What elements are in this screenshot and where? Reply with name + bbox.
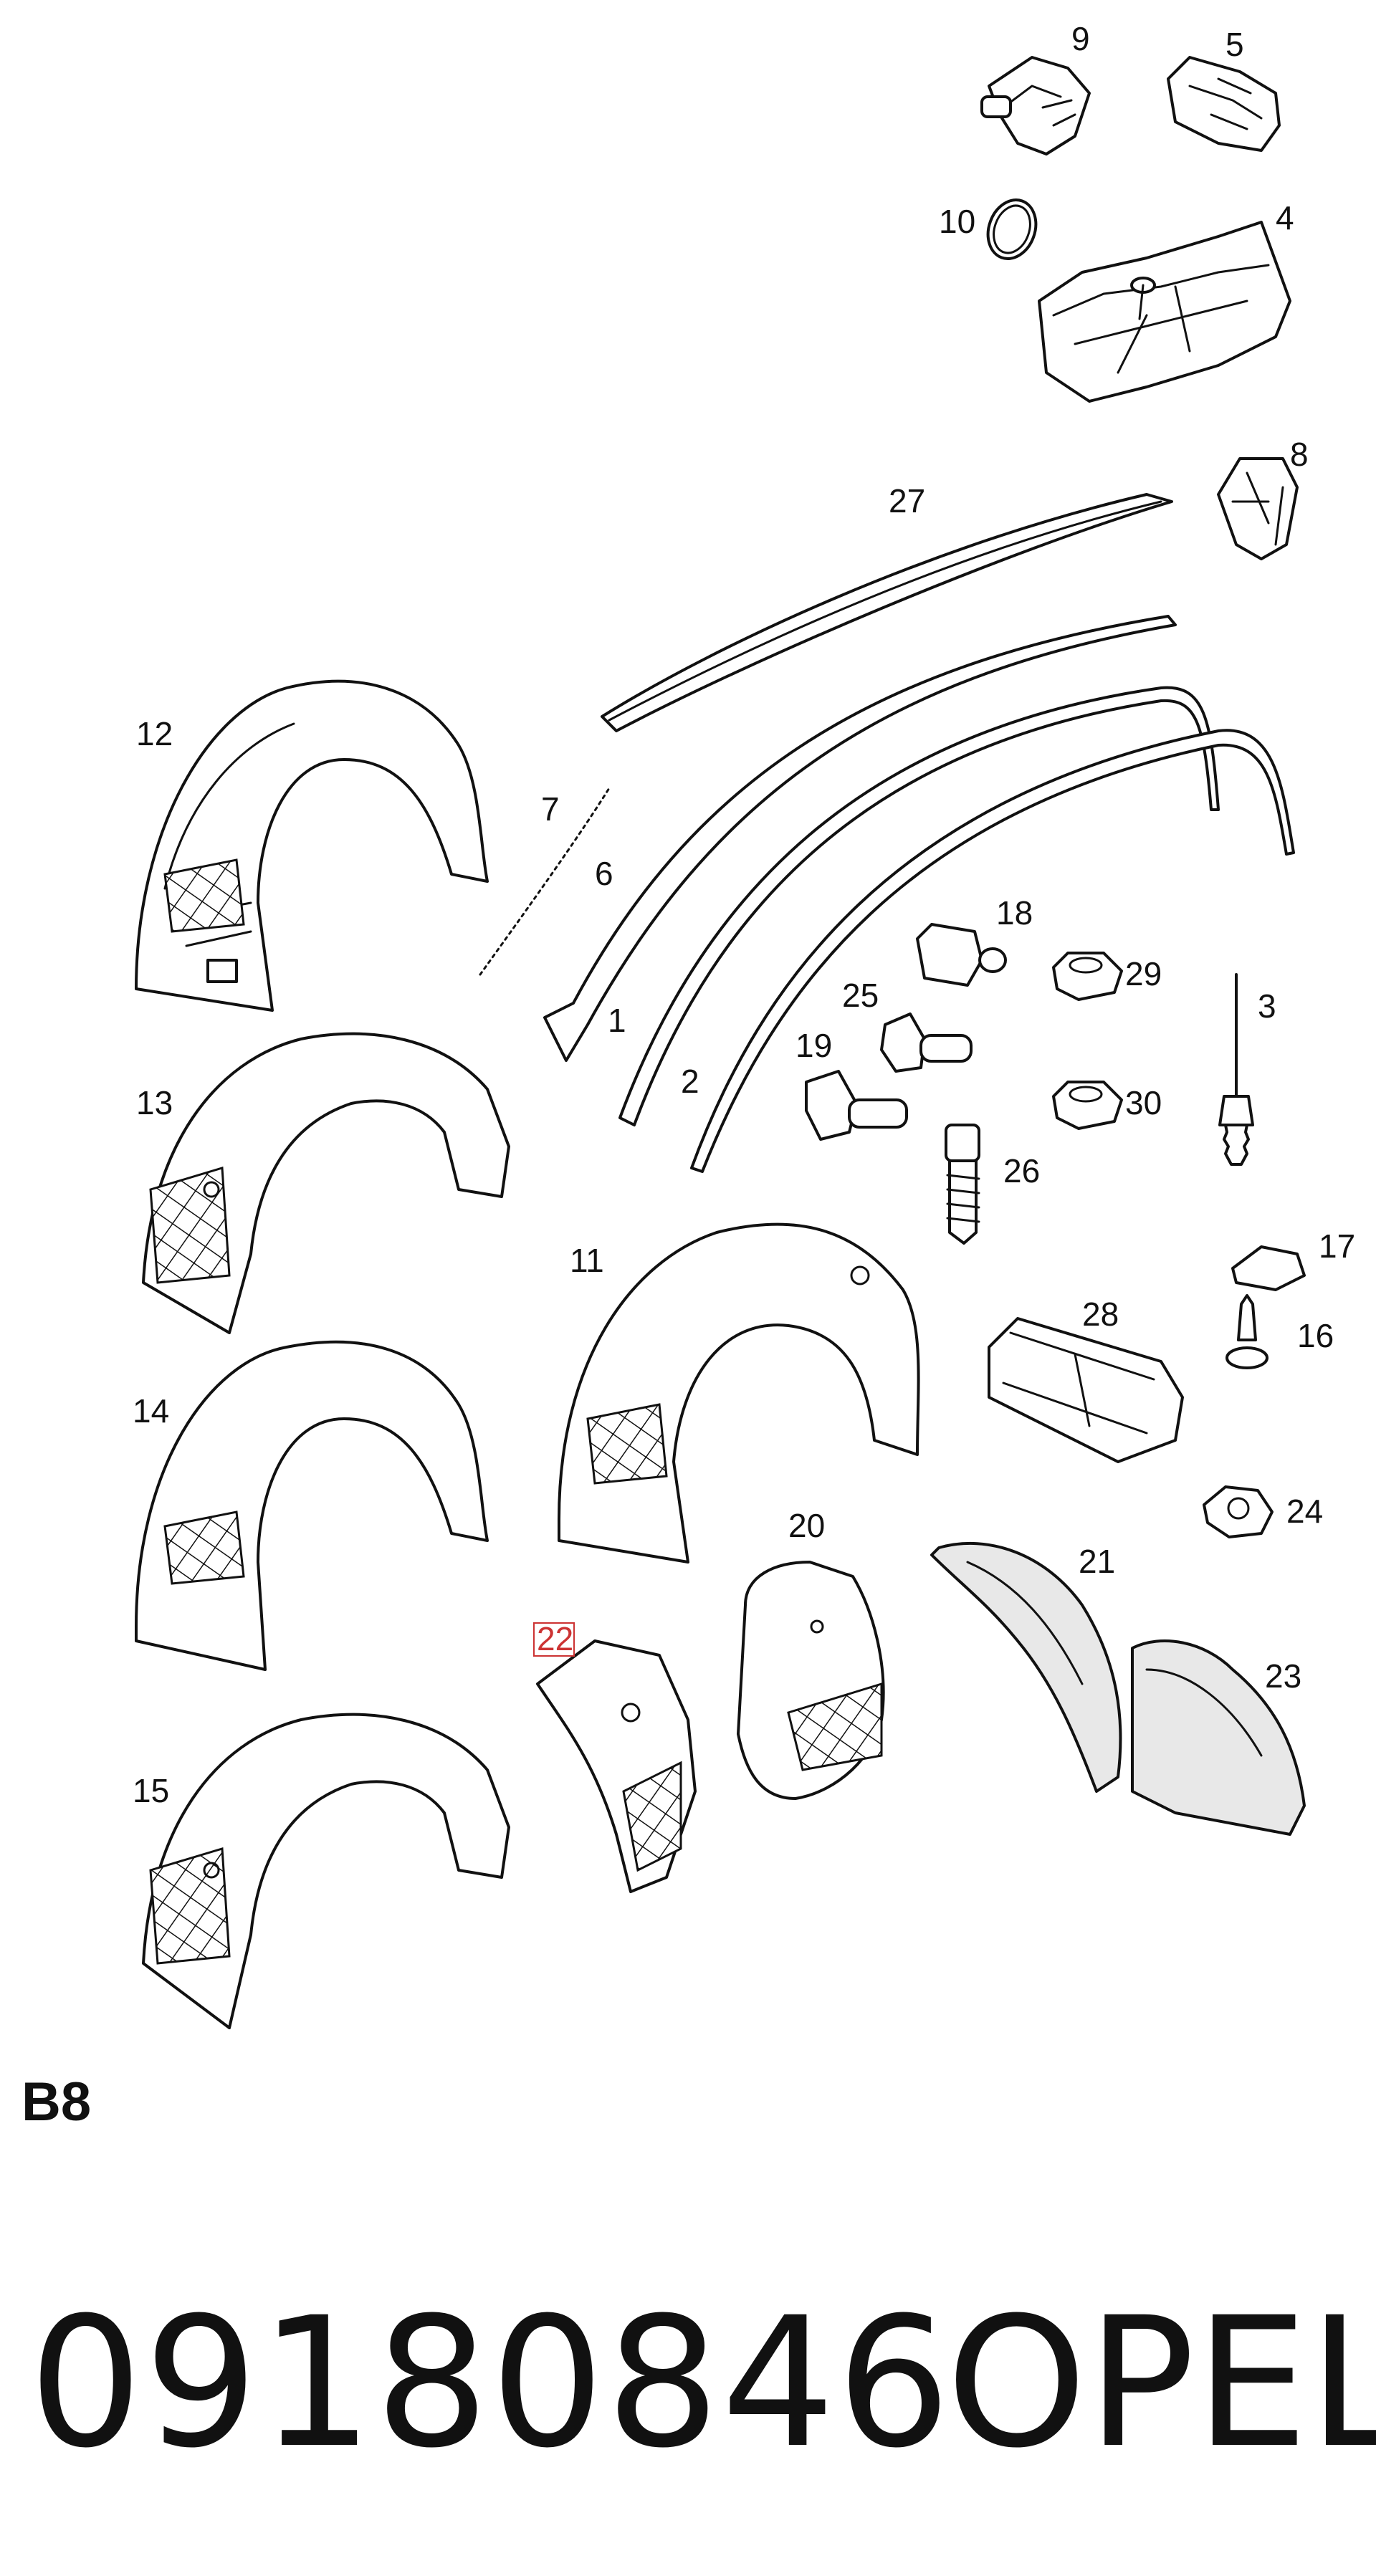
nut-30-part[interactable]: [1052, 1081, 1123, 1130]
clip-17-part[interactable]: [1231, 1245, 1306, 1291]
callout-30: 30: [1125, 1084, 1162, 1121]
liner-13-part[interactable]: [142, 1032, 510, 1334]
callout-17: 17: [1319, 1227, 1355, 1265]
clip-5-part[interactable]: [1167, 56, 1281, 152]
shield-22-part[interactable]: [536, 1639, 697, 1893]
callout-9: 9: [1071, 20, 1090, 57]
liner-12-part[interactable]: [135, 679, 489, 1012]
strip-2-part[interactable]: [690, 729, 1295, 1173]
seal-7-part[interactable]: [479, 787, 611, 976]
bracket-4-part[interactable]: [1038, 221, 1291, 403]
shield-20-part[interactable]: [737, 1561, 885, 1800]
callout-4: 4: [1276, 199, 1294, 236]
nut-24-part[interactable]: [1203, 1485, 1274, 1538]
rivet-3-part[interactable]: [1218, 973, 1254, 1166]
callout-21: 21: [1079, 1543, 1115, 1580]
callout-13: 13: [136, 1084, 173, 1121]
callout-16: 16: [1297, 1317, 1334, 1354]
callout-2: 2: [681, 1063, 699, 1100]
callout-14: 14: [133, 1392, 169, 1430]
callout-19: 19: [796, 1027, 832, 1064]
callout-26: 26: [1003, 1152, 1040, 1189]
callout-3: 3: [1258, 987, 1276, 1025]
nut-29-part[interactable]: [1052, 952, 1123, 1001]
clip-19-part[interactable]: [805, 1070, 908, 1141]
callout-23: 23: [1265, 1657, 1301, 1695]
callout-29: 29: [1125, 955, 1162, 992]
callout-18: 18: [996, 894, 1033, 932]
section-code-label: B8: [22, 2072, 92, 2132]
callout-6: 6: [595, 855, 613, 892]
liner-14-part[interactable]: [135, 1340, 489, 1671]
callout-11: 11: [570, 1242, 604, 1279]
callout-24: 24: [1286, 1493, 1323, 1530]
strip-6-part[interactable]: [543, 615, 1177, 1062]
callout-15: 15: [133, 1772, 169, 1809]
clip-18-part[interactable]: [916, 923, 1007, 987]
liner-11-part[interactable]: [558, 1222, 920, 1564]
callout-25: 25: [842, 977, 879, 1014]
shield-21-part[interactable]: [930, 1541, 1122, 1793]
callout-20: 20: [788, 1507, 825, 1544]
callout-28: 28: [1082, 1296, 1119, 1333]
callout-27: 27: [889, 482, 925, 519]
strip-27-part[interactable]: [601, 493, 1173, 732]
strip-1-part[interactable]: [618, 686, 1220, 1126]
brand-label: OPEL: [946, 2279, 1376, 2487]
liner-15-part[interactable]: [142, 1713, 510, 2029]
screw-16-part[interactable]: [1226, 1294, 1268, 1369]
callout-10: 10: [939, 203, 975, 240]
shield-23-part[interactable]: [1131, 1639, 1306, 1836]
clip-8-part[interactable]: [1217, 457, 1299, 560]
o-ring-10-part[interactable]: [980, 193, 1044, 266]
callout-5: 5: [1226, 26, 1244, 63]
screw-26-part[interactable]: [945, 1124, 980, 1245]
bracket-28-part[interactable]: [988, 1317, 1184, 1463]
clip-25-part[interactable]: [880, 1012, 973, 1073]
clip-9-part[interactable]: [980, 56, 1091, 155]
callout-8: 8: [1290, 436, 1309, 473]
callout-22: 22: [537, 1620, 573, 1657]
part-number-label: 09180846: [29, 2279, 952, 2487]
callout-22-highlight-box: [533, 1622, 575, 1657]
callout-12: 12: [136, 715, 173, 752]
callout-7: 7: [541, 790, 560, 828]
callout-1: 1: [608, 1002, 626, 1039]
